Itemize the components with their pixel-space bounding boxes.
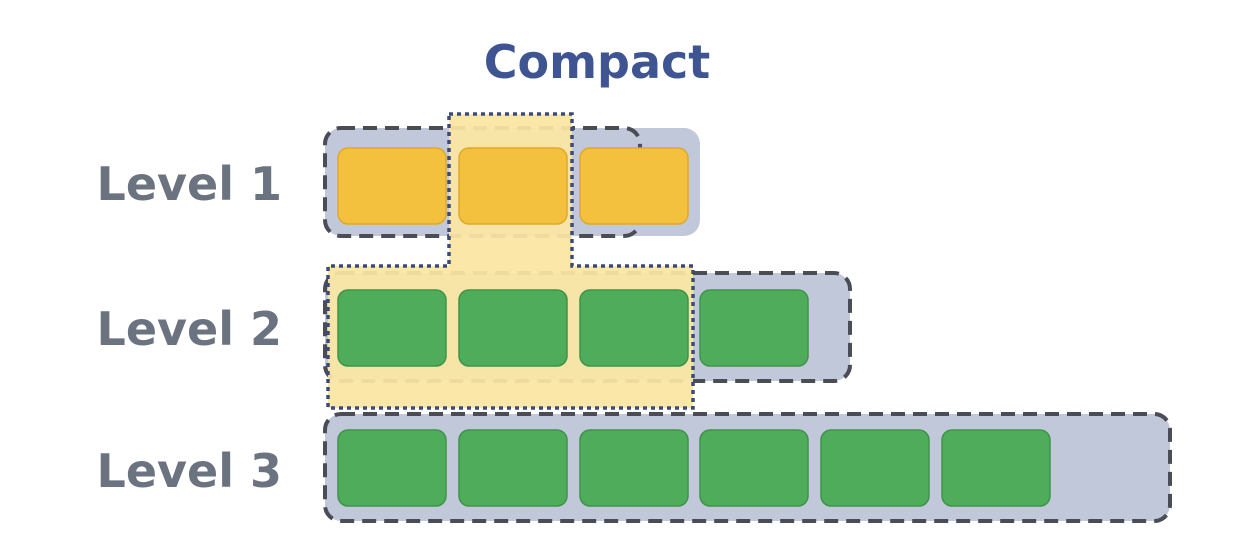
level-3-block [337,429,447,507]
level-2-block [579,289,689,367]
level-1-label: Level 1 [97,157,282,211]
level-3-label: Level 3 [97,444,282,498]
level-2-block [337,289,447,367]
level-2-block [458,289,568,367]
level-3-block [579,429,689,507]
level-3-block [699,429,809,507]
level-1-block [458,147,568,225]
level-1-block [337,147,447,225]
level-3-block [941,429,1051,507]
diagram-title: Compact [484,35,711,89]
level-3-block [458,429,568,507]
level-3-block [820,429,930,507]
level-2-label: Level 2 [97,302,282,356]
level-1-block [579,147,689,225]
level-2-block [699,289,809,367]
